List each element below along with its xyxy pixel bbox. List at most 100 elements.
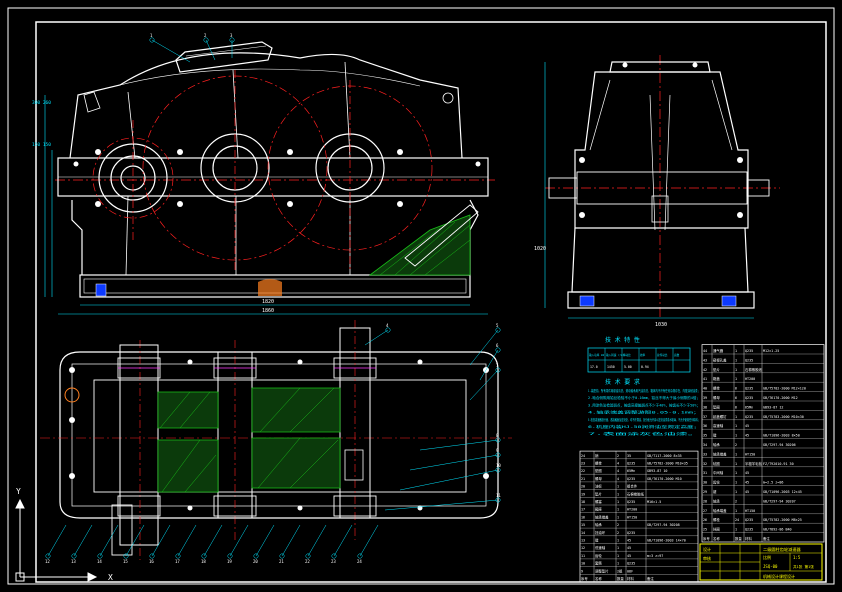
parts-cell: 21 — [581, 477, 585, 481]
balloon-leader — [47, 524, 67, 557]
parts-cell: HT150 — [745, 509, 755, 513]
parts-cell: HT200 — [627, 508, 637, 512]
balloon-number: 3 — [230, 33, 233, 38]
parts-cell: GB/T5782-2000 M10×35 — [647, 462, 688, 466]
ucs-y-label: Y — [16, 487, 21, 496]
tech-table-header: 输入转速 r/min — [606, 353, 626, 357]
parts-cell: 1 — [617, 546, 619, 550]
parts-cell: Q235 — [627, 462, 635, 466]
parts-cell: 2 — [735, 499, 737, 503]
parts-cell: 38 — [703, 405, 707, 409]
parts-cell: 1 — [735, 462, 737, 466]
parts-cell: 高速轴 — [713, 423, 724, 428]
balloon-number: 22 — [305, 559, 310, 564]
balloon-number: 15 — [123, 559, 128, 564]
balloon-marker — [495, 467, 501, 473]
parts-cell: GB/T5783-2000 M10×30 — [763, 415, 804, 419]
balloon-leader — [73, 524, 93, 557]
tech-table-value: 1450 — [607, 365, 615, 369]
parts-cell: Q235 — [745, 415, 753, 419]
technical-requirements: 技 术 要 求 1.装配前，所有零件用煤油清洗，滚动轴承用汽油清洗，箱体内不许有… — [588, 378, 700, 436]
title-block: 二级圆柱齿轮减速器 比例 1:5 JSQ-00 共1张 第1张 设计 审核 机械… — [699, 543, 823, 581]
parts-header-cell: 数量 — [735, 536, 742, 541]
parts-cell: 销 — [595, 453, 599, 458]
parts-cell: 6 — [735, 405, 737, 409]
parts-cell: 1 — [617, 515, 619, 519]
side-dimensions — [544, 62, 754, 319]
parts-cell: 1 — [617, 562, 619, 566]
parts-cell: 30 — [703, 481, 707, 485]
parts-cell: 1 — [735, 471, 737, 475]
parts-cell: 33 — [703, 452, 707, 456]
parts-cell: 轴承 — [595, 522, 602, 527]
parts-cell: Q235 — [745, 528, 753, 532]
tech-table-title: 技 术 特 性 — [605, 336, 640, 344]
balloon-leader — [205, 39, 216, 61]
parts-cell: 45 — [627, 546, 631, 550]
parts-table-frame — [579, 450, 699, 583]
parts-cell: 2组 — [617, 568, 623, 573]
tech-table-value: 5.00 — [624, 365, 632, 369]
balloon-number: 9 — [496, 448, 499, 453]
parts-cell: 41 — [703, 377, 707, 381]
parts-cell: 24 — [735, 518, 739, 522]
parts-cell: 1 — [735, 490, 737, 494]
parts-cell: 22 — [581, 469, 585, 473]
parts-cell: 石棉橡胶纸 — [627, 491, 645, 496]
parts-cell: 键 — [595, 538, 599, 543]
parts-cell: 18 — [581, 500, 585, 504]
parts-cell: m=3 z=97 — [647, 554, 663, 558]
parts-header-cell: 名称 — [713, 536, 720, 541]
balloon-leader — [307, 524, 327, 557]
parts-cell: 26 — [703, 518, 707, 522]
parts-cell: 键 — [713, 489, 717, 494]
tech-table-header: 总传动比 — [657, 353, 668, 357]
parts-cell: Q235 — [745, 358, 753, 362]
balloon-number: 16 — [149, 559, 154, 564]
parts-table-frame — [701, 344, 825, 543]
tech-table-value: 0.94 — [641, 365, 649, 369]
balloon-marker — [495, 327, 501, 333]
balloon-leader — [364, 329, 389, 346]
front-dim-left-mid: 150 150 — [32, 142, 51, 148]
balloon-marker — [149, 37, 155, 43]
parts-cell: 6 — [735, 396, 737, 400]
parts-cell: 轴承 — [713, 442, 720, 447]
parts-cell: 螺栓 — [713, 517, 720, 522]
parts-cell: 螺母 — [595, 476, 602, 481]
balloon-number: 4 — [386, 323, 389, 328]
balloon-leader — [419, 439, 499, 451]
balloon-marker — [175, 553, 181, 559]
front-dimensions — [44, 95, 488, 315]
parts-cell: 40 — [703, 387, 707, 391]
parts-cell: 石棉橡胶纸 — [745, 367, 763, 372]
front-view — [55, 41, 495, 298]
parts-header-cell: 备注 — [647, 576, 654, 581]
parts-cell: 2 — [617, 454, 619, 458]
side-view — [545, 55, 780, 320]
parts-cell: 挡油环 — [595, 530, 606, 535]
balloon-leader — [151, 39, 191, 63]
parts-cell: Q235 — [627, 531, 635, 535]
parts-cell: 1 — [735, 509, 737, 513]
balloon-leader — [409, 454, 499, 471]
parts-cell: 25 — [703, 528, 707, 532]
parts-cell: GB/T5782-2000 M12×120 — [763, 387, 806, 391]
tech-req-line: 2.啮合侧隙用铅丝检验不小于0.16mm，铅丝不得大于最小侧隙的4倍； — [588, 395, 700, 400]
parts-cell: GB/T6170-2000 M12 — [763, 396, 798, 400]
balloon-number: 12 — [45, 559, 50, 564]
parts-cell: 29 — [703, 490, 707, 494]
parts-cell: HT150 — [627, 515, 637, 519]
balloon-leader — [255, 524, 275, 557]
parts-cell: GB/T1096-2003 12×45 — [763, 490, 802, 494]
ucs-icon[interactable] — [15, 498, 98, 582]
parts-cell: 通气器 — [713, 348, 724, 353]
parts-cell: 12 — [581, 546, 585, 550]
balloon-number: 2 — [204, 33, 207, 38]
balloon-leader — [479, 349, 499, 381]
top-view — [40, 320, 512, 560]
parts-cell: GB/T5782-2000 M8×25 — [763, 518, 802, 522]
parts-cell: 45 — [745, 481, 749, 485]
